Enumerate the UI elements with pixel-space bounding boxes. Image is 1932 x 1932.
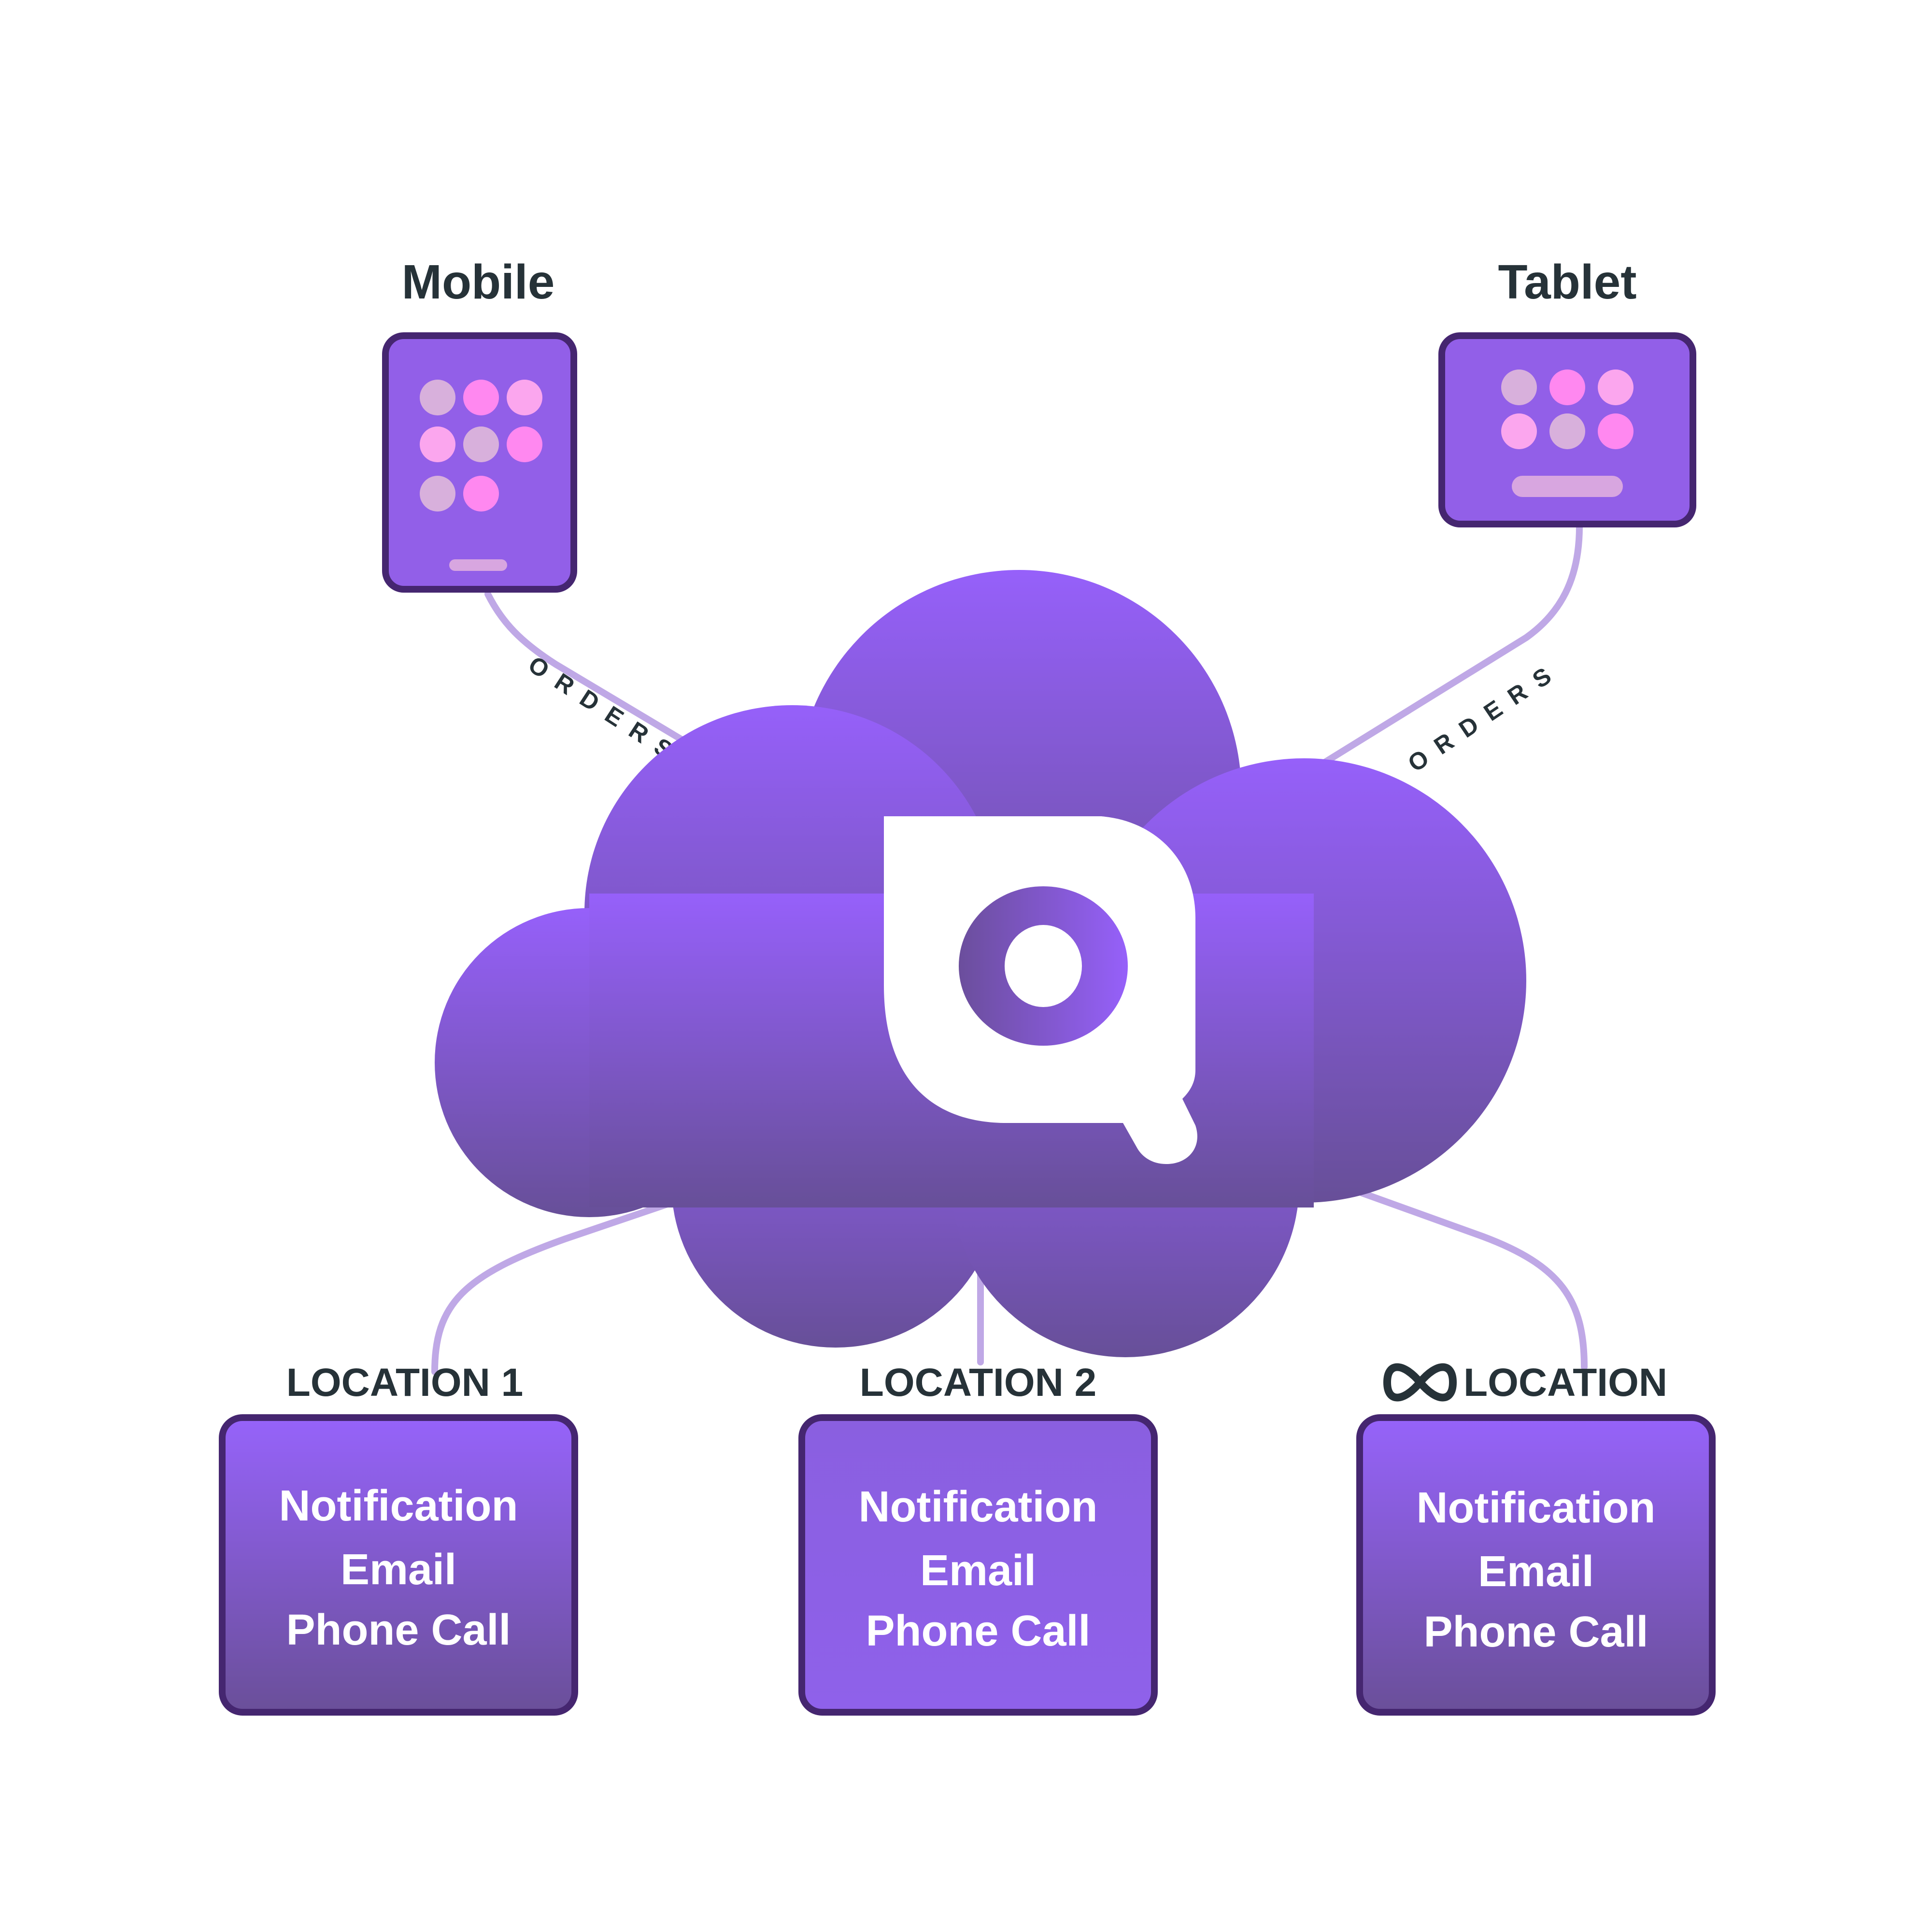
mobile-frame	[382, 332, 577, 593]
connector-location-infinity	[1359, 1190, 1588, 1370]
location-1-notification: Notification	[279, 1482, 518, 1530]
location-1-box	[219, 1414, 578, 1716]
location-2-phone-call: Phone Call	[866, 1607, 1090, 1655]
location-1: LOCATION 1 Notification Email Phone Call	[219, 1361, 578, 1716]
location-1-email: Email	[341, 1546, 456, 1594]
location-2-title: LOCATION 2	[860, 1361, 1096, 1405]
orders-label-right: ORDERS	[1403, 655, 1566, 777]
location-infinity: LOCATION Notification Email Phone Call	[1356, 1361, 1716, 1716]
connector-mobile	[484, 591, 757, 786]
connector-lines	[431, 523, 1588, 1375]
mobile-app-dots	[420, 380, 542, 511]
location-infinity-box	[1356, 1414, 1716, 1716]
connector-tablet	[1320, 523, 1583, 767]
location-2-box	[798, 1414, 1158, 1716]
connector-location-1	[431, 1194, 689, 1375]
tablet-label: Tablet	[1498, 255, 1636, 309]
location-2-notification: Notification	[859, 1483, 1098, 1531]
brand-logo	[884, 816, 1197, 1164]
cloud	[435, 570, 1526, 1357]
location-1-title: LOCATION 1	[286, 1361, 523, 1405]
location-2: LOCATION 2 Notification Email Phone Call	[798, 1361, 1158, 1716]
location-1-phone-call: Phone Call	[286, 1606, 511, 1654]
location-infinity-notification: Notification	[1417, 1484, 1656, 1532]
location-infinity-phone-call: Phone Call	[1423, 1608, 1648, 1656]
location-infinity-title: LOCATION	[1463, 1361, 1667, 1405]
tablet-bar	[1512, 476, 1623, 497]
location-2-email: Email	[920, 1547, 1036, 1595]
mobile-device: Mobile	[382, 255, 577, 593]
tablet-device: Tablet	[1438, 255, 1696, 527]
location-infinity-email: Email	[1478, 1548, 1594, 1596]
infinity-icon	[1383, 1363, 1457, 1402]
tablet-app-dots	[1501, 369, 1634, 449]
mobile-label: Mobile	[402, 255, 555, 309]
mobile-home-bar	[449, 559, 507, 571]
